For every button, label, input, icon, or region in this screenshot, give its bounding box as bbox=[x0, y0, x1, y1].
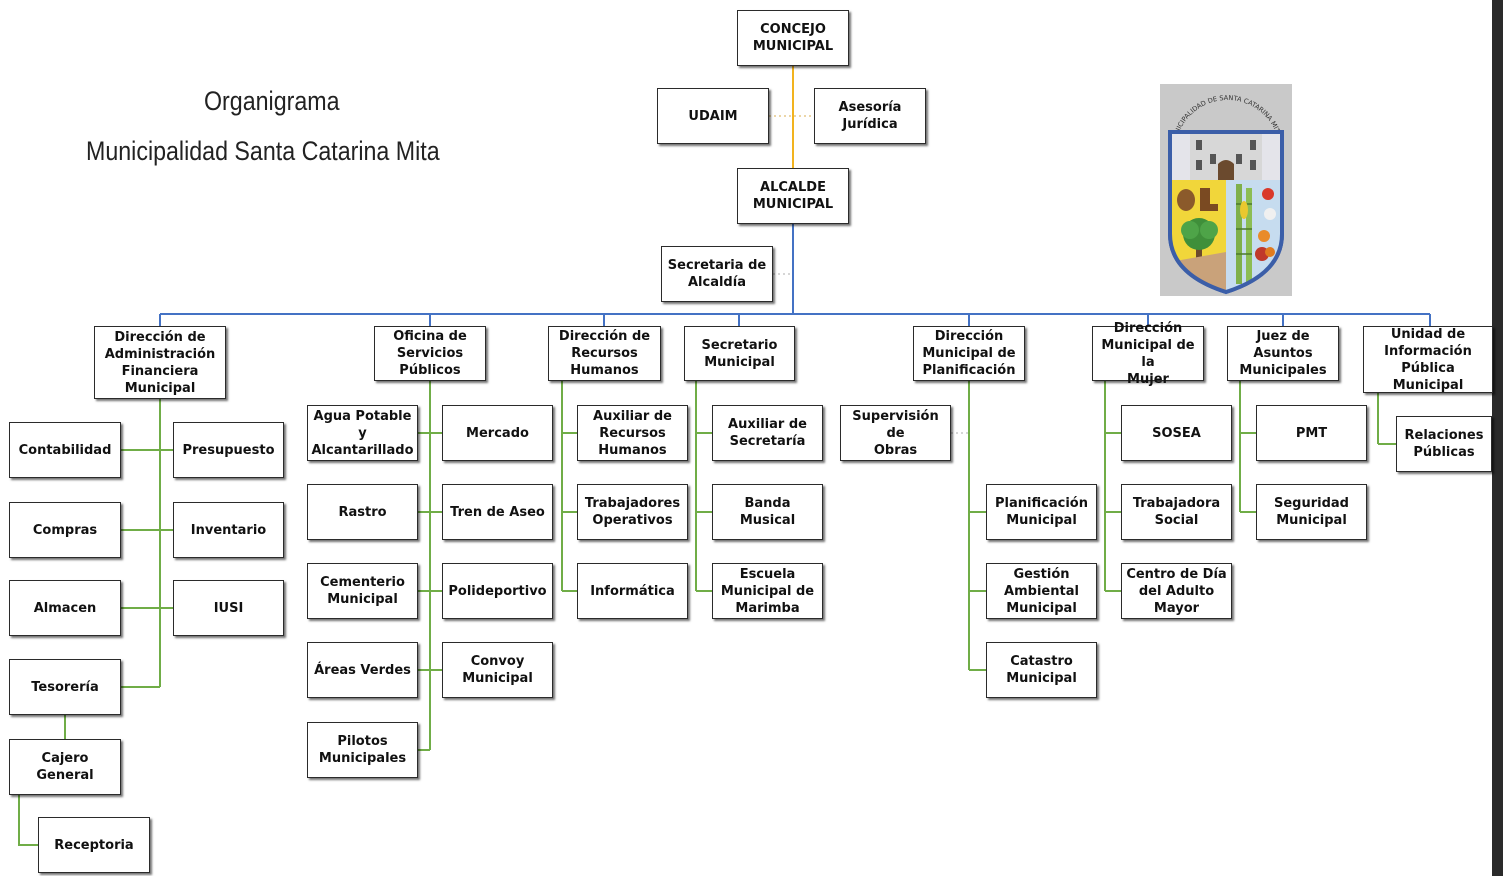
node-udaim: UDAIM bbox=[657, 88, 769, 144]
node-centro-dia-adulto-mayor: Centro de Día del Adulto Mayor bbox=[1121, 563, 1232, 619]
node-unidad-informacion-publica: Unidad de Información Pública Municipal bbox=[1363, 326, 1493, 393]
node-sosea: SOSEA bbox=[1121, 405, 1232, 461]
node-direccion-recursos-humanos: Dirección de Recursos Humanos bbox=[548, 326, 661, 381]
node-juez-asuntos-municipales: Juez de Asuntos Municipales bbox=[1227, 326, 1339, 381]
node-contabilidad: Contabilidad bbox=[9, 422, 121, 478]
node-mercado: Mercado bbox=[442, 405, 553, 461]
node-receptoria: Receptoria bbox=[38, 817, 150, 873]
node-presupuesto: Presupuesto bbox=[173, 422, 284, 478]
node-secretaria-alcaldia: Secretaria de Alcaldía bbox=[661, 246, 773, 302]
node-inventario: Inventario bbox=[173, 502, 284, 558]
node-agua-potable: Agua Potable y Alcantarillado bbox=[307, 405, 418, 461]
node-secretario-municipal: Secretario Municipal bbox=[684, 326, 795, 381]
node-almacen: Almacen bbox=[9, 580, 121, 636]
node-planificacion-municipal: Planificación Municipal bbox=[986, 484, 1097, 540]
node-direccion-administracion-financiera: Dirección de Administración Financiera M… bbox=[94, 326, 226, 399]
node-polideportivo: Polideportivo bbox=[442, 563, 553, 619]
node-direccion-mujer: Dirección Municipal de la Mujer bbox=[1092, 321, 1204, 387]
node-banda-musical: Banda Musical bbox=[712, 484, 823, 540]
node-tesoreria: Tesorería bbox=[9, 659, 121, 715]
node-pilotos: Pilotos Municipales bbox=[307, 722, 418, 778]
node-cajero-general: Cajero General bbox=[9, 739, 121, 795]
node-escuela-marimba: Escuela Municipal de Marimba bbox=[712, 563, 823, 619]
node-pmt: PMT bbox=[1256, 405, 1367, 461]
node-catastro-municipal: Catastro Municipal bbox=[986, 642, 1097, 698]
node-auxiliar-secretaria: Auxiliar de Secretaría bbox=[712, 405, 823, 461]
node-supervision-obras: Supervisión de Obras bbox=[840, 405, 951, 461]
node-auxiliar-rrhh: Auxiliar de Recursos Humanos bbox=[577, 405, 688, 461]
municipal-seal-logo: MUNICIPALIDAD DE SANTA CATARINA MITA bbox=[1160, 84, 1292, 296]
node-trabajadores-operativos: Trabajadores Operativos bbox=[577, 484, 688, 540]
node-informatica: Informática bbox=[577, 563, 688, 619]
node-trabajadora-social: Trabajadora Social bbox=[1121, 484, 1232, 540]
node-tren-aseo: Tren de Aseo bbox=[442, 484, 553, 540]
node-areas-verdes: Áreas Verdes bbox=[307, 642, 418, 698]
node-iusi: IUSI bbox=[173, 580, 284, 636]
node-rastro: Rastro bbox=[307, 484, 418, 540]
node-asesoria-juridica: Asesoría Jurídica bbox=[814, 88, 926, 144]
node-cementerio: Cementerio Municipal bbox=[307, 563, 418, 619]
node-concejo-municipal: CONCEJO MUNICIPAL bbox=[737, 10, 849, 66]
node-oficina-servicios-publicos: Oficina de Servicios Públicos bbox=[374, 326, 486, 381]
node-alcalde-municipal: ALCALDE MUNICIPAL bbox=[737, 168, 849, 224]
node-relaciones-publicas: Relaciones Públicas bbox=[1396, 416, 1492, 472]
chart-subtitle: Municipalidad Santa Catarina Mita bbox=[86, 136, 440, 166]
node-compras: Compras bbox=[9, 502, 121, 558]
chart-title: Organigrama bbox=[204, 86, 340, 116]
page-edge-bar bbox=[1492, 0, 1503, 876]
node-seguridad-municipal: Seguridad Municipal bbox=[1256, 484, 1367, 540]
node-direccion-planificacion: Dirección Municipal de Planificación bbox=[913, 326, 1025, 381]
node-gestion-ambiental: Gestión Ambiental Municipal bbox=[986, 563, 1097, 619]
node-convoy: Convoy Municipal bbox=[442, 642, 553, 698]
